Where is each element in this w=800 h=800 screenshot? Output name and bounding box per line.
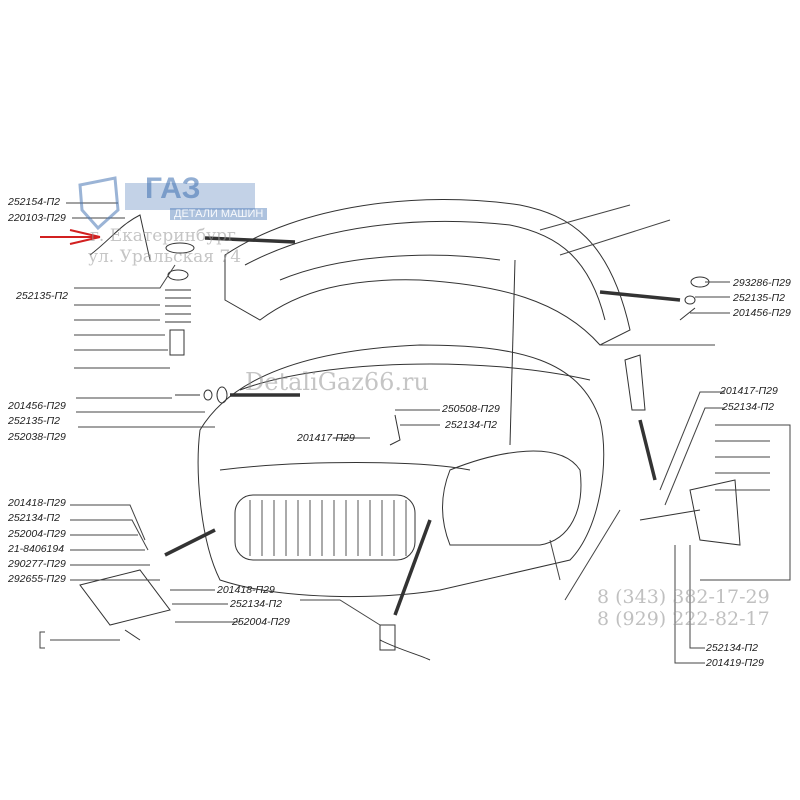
watermark-phone-2: 8 (929) 222-82-17 [597, 608, 770, 630]
part-label: 252135-П2 [733, 292, 785, 304]
part-label: 201418-П29 [217, 584, 275, 596]
part-label: 252004-П29 [8, 528, 66, 540]
watermark-brand: ГАЗ [145, 172, 201, 205]
gaz-logo [78, 176, 255, 231]
part-label: 252038-П29 [8, 431, 66, 443]
part-label: 293286-П29 [733, 277, 791, 289]
part-label: 252154-П2 [8, 196, 60, 208]
part-label: 201419-П29 [706, 657, 764, 669]
car-body [197, 344, 605, 598]
part-label: 290277-П29 [8, 558, 66, 570]
part-label: 201418-П29 [8, 497, 66, 509]
watermark-street: ул. Уральская 74 [88, 247, 242, 267]
part-label: 220103-П29 [8, 212, 66, 224]
part-label: 252134-П2 [706, 642, 758, 654]
watermark-subtitle: ДЕТАЛИ МАШИН [170, 208, 268, 220]
part-label: 252134-П2 [722, 401, 774, 413]
part-label: 252134-П2 [230, 598, 282, 610]
hood-hinge [689, 479, 741, 546]
hood-lock-plate [79, 569, 171, 626]
red-pointer-arrow [40, 229, 101, 245]
part-label: 250508-П29 [442, 403, 500, 415]
part-label: 252134-П2 [8, 512, 60, 524]
part-label: 252004-П29 [232, 616, 290, 628]
watermark-city: г. Екатеринбург [90, 226, 236, 246]
watermark-phone-1: 8 (343) 382-17-29 [597, 586, 770, 608]
part-label: 252135-П2 [16, 290, 68, 302]
part-label: 252135-П2 [8, 415, 60, 427]
part-label: 252134-П2 [445, 419, 497, 431]
part-label: 292655-П29 [8, 573, 66, 585]
part-label: 201417-П29 [720, 385, 778, 397]
part-label: 201417-П29 [297, 432, 355, 444]
part-label: 201456-П29 [8, 400, 66, 412]
part-label: 21-8406194 [8, 543, 65, 555]
hood-panel [224, 198, 631, 346]
radiator-grille [234, 494, 416, 561]
part-label: 201456-П29 [733, 307, 791, 319]
watermark-site: DetaliGaz66.ru [245, 368, 429, 396]
